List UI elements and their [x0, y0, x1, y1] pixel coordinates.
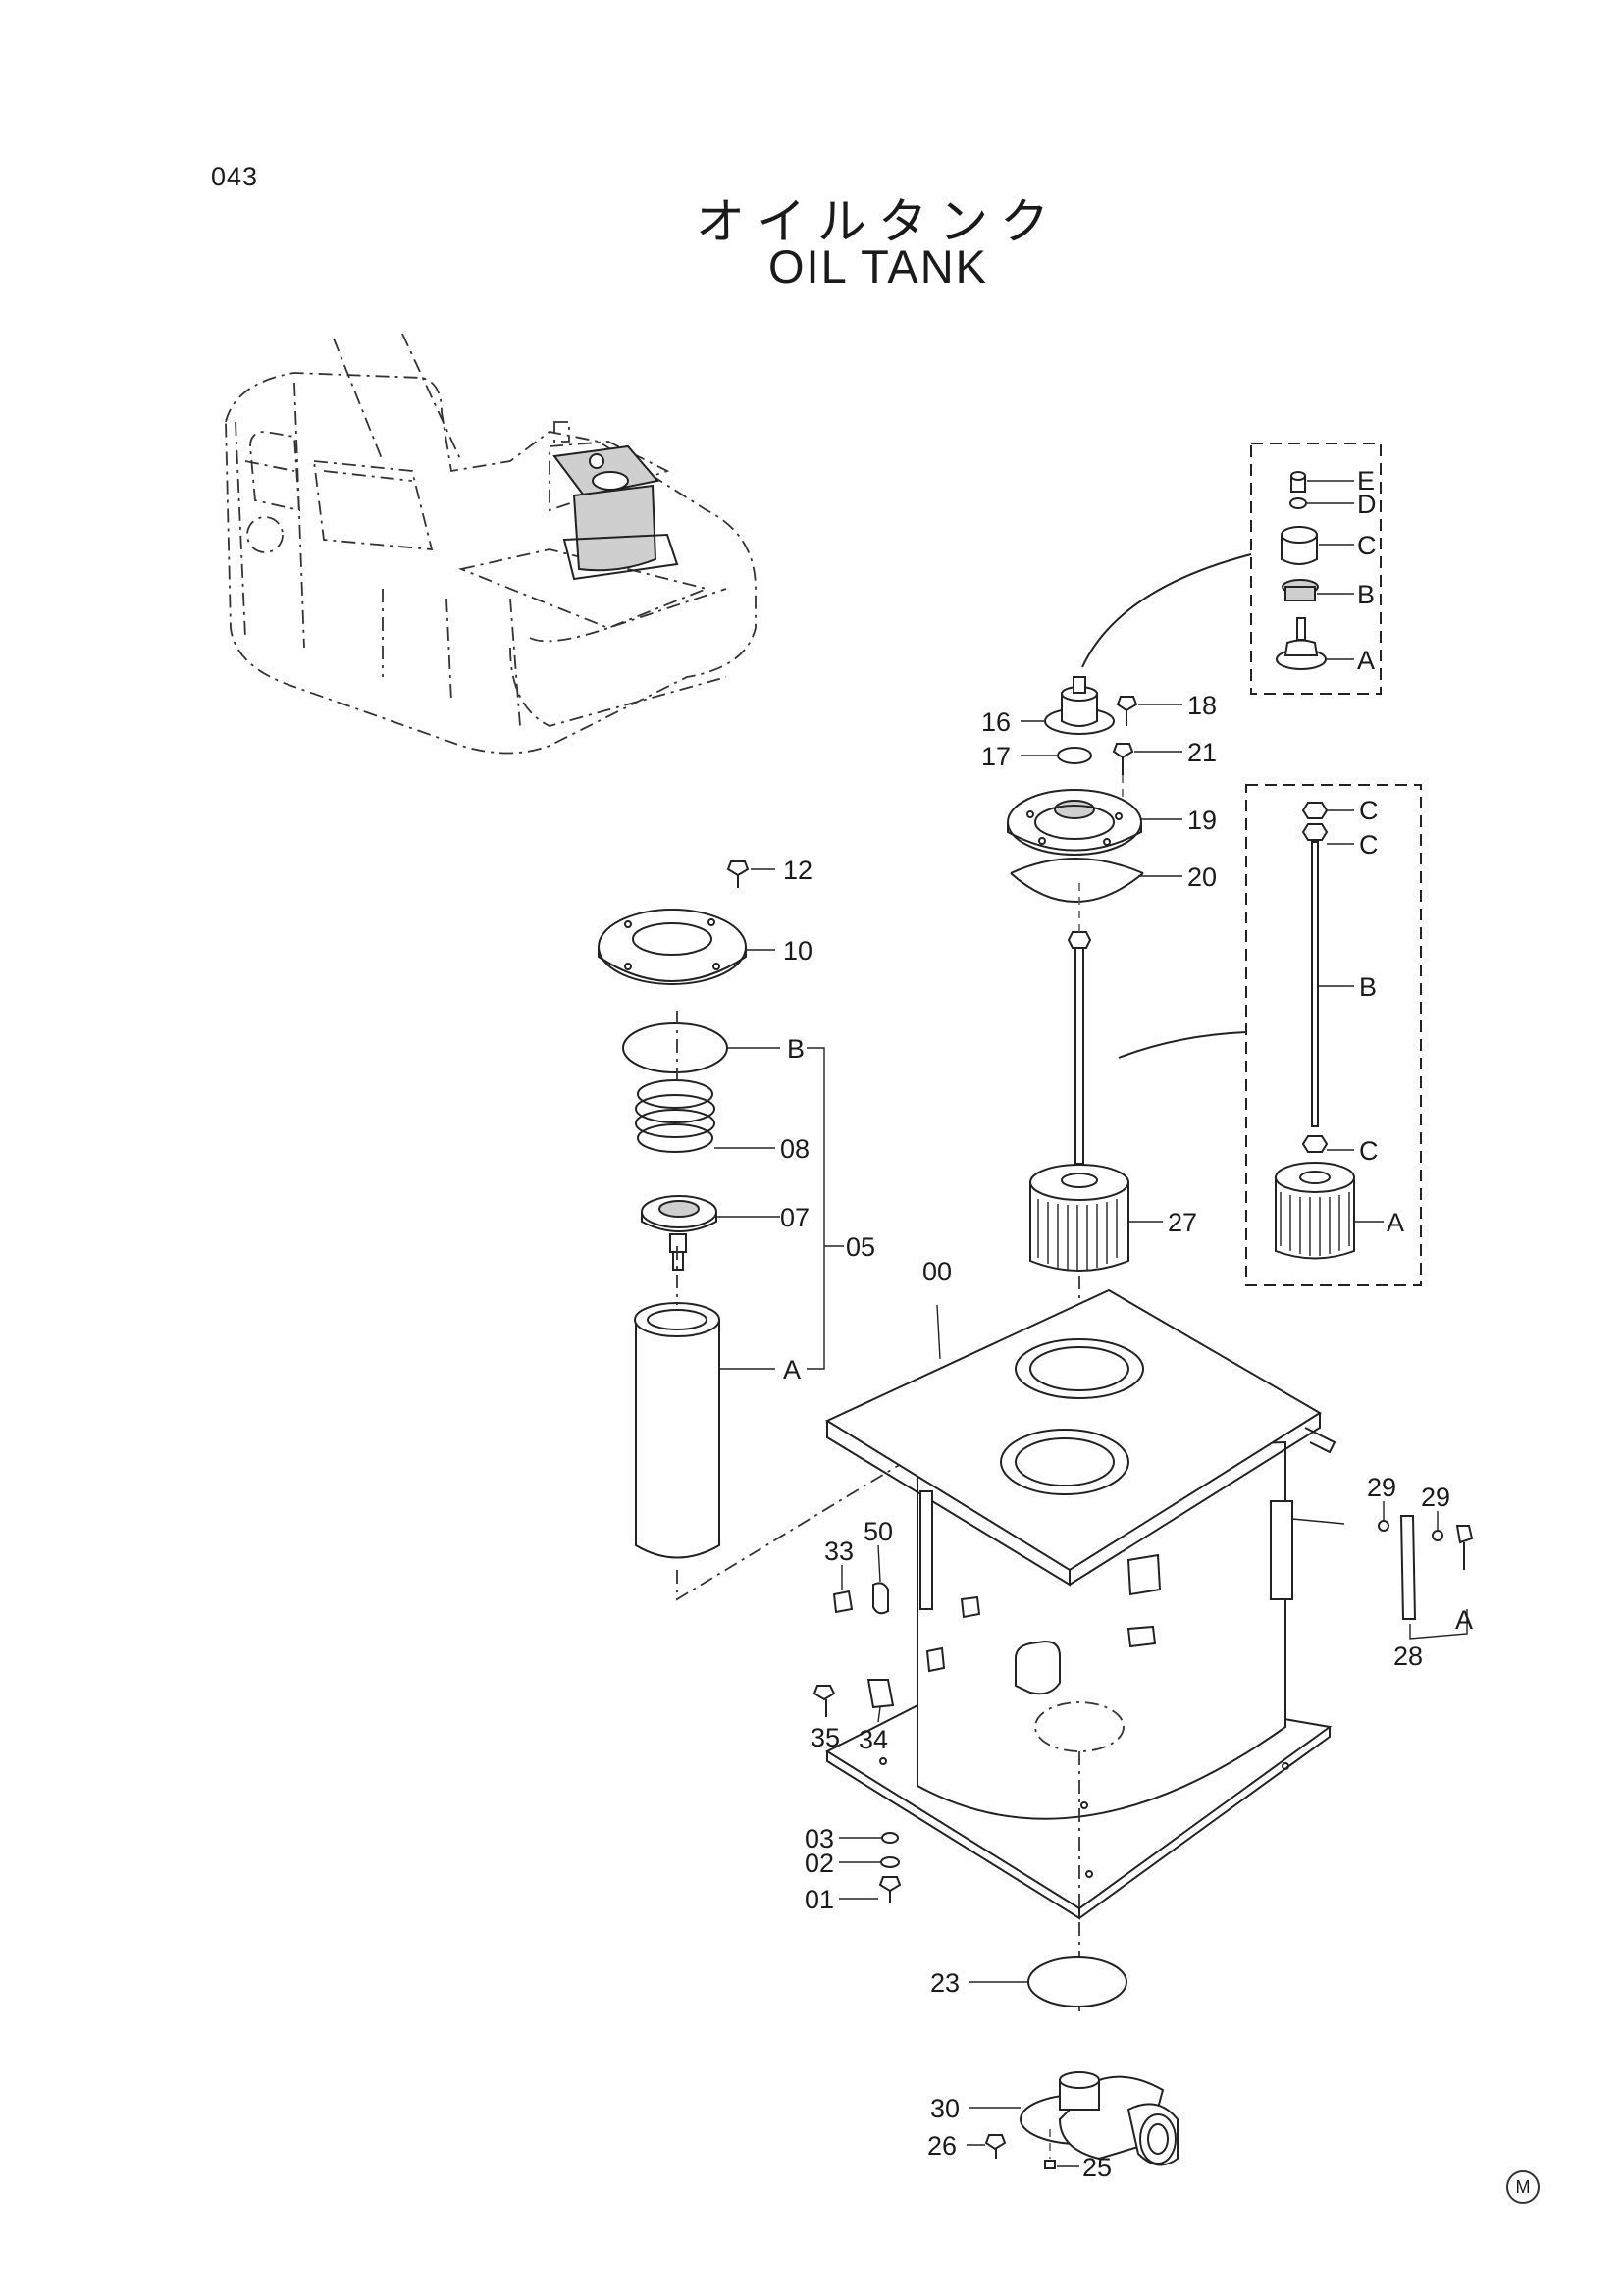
- title-japanese: オイルタンク: [696, 193, 1061, 250]
- cover-assembly: [1007, 443, 1382, 903]
- label-21: 21: [1187, 738, 1217, 767]
- label-27-C-bottom: C: [1359, 1136, 1379, 1166]
- label-27-A: A: [1387, 1208, 1404, 1237]
- label-29-left: 29: [1367, 1473, 1396, 1502]
- label-27-C-top1: C: [1359, 796, 1379, 825]
- label-34: 34: [859, 1725, 888, 1754]
- label-25: 25: [1082, 2153, 1112, 2182]
- label-29-right: 29: [1421, 1483, 1450, 1512]
- label-07: 07: [780, 1203, 810, 1232]
- callout-labels: 12 10 B 08 07 05 A 16 17 18 21 19 20 E D…: [780, 466, 1473, 2182]
- label-26: 26: [927, 2131, 957, 2161]
- label-05-B: B: [787, 1034, 805, 1064]
- label-12: 12: [783, 856, 812, 885]
- label-23: 23: [930, 1968, 960, 1998]
- label-01: 01: [805, 1885, 834, 1914]
- label-00: 00: [922, 1257, 952, 1286]
- corner-mark: M: [1506, 2170, 1540, 2204]
- label-35: 35: [811, 1723, 840, 1752]
- label-05-A: A: [783, 1355, 801, 1384]
- label-27: 27: [1168, 1208, 1197, 1237]
- label-28-A: A: [1455, 1605, 1473, 1635]
- label-16-E: E: [1357, 466, 1375, 495]
- label-50: 50: [864, 1517, 893, 1546]
- small-parts: [812, 1501, 1474, 2169]
- label-17: 17: [981, 742, 1011, 771]
- label-28: 28: [1393, 1642, 1423, 1671]
- rod-and-element-27: [1029, 784, 1422, 1374]
- label-02: 02: [805, 1849, 834, 1878]
- label-16-D: D: [1357, 490, 1377, 519]
- page-number: 043: [211, 162, 259, 191]
- label-27-B: B: [1359, 972, 1377, 1002]
- label-10: 10: [783, 936, 812, 965]
- label-16-A: A: [1357, 646, 1375, 675]
- label-03: 03: [805, 1824, 834, 1853]
- label-19: 19: [1187, 806, 1217, 835]
- label-33: 33: [824, 1537, 854, 1566]
- filter-assembly-05: [598, 860, 1070, 1601]
- label-16-C: C: [1357, 531, 1377, 560]
- tank-body-00: [824, 1288, 1345, 2011]
- label-27-C-top2: C: [1359, 830, 1379, 860]
- label-30: 30: [930, 2094, 960, 2123]
- label-20: 20: [1187, 862, 1217, 892]
- label-18: 18: [1187, 691, 1217, 720]
- label-16-B: B: [1357, 580, 1375, 609]
- label-05: 05: [846, 1232, 875, 1262]
- label-16: 16: [981, 707, 1011, 737]
- title-english: OIL TANK: [767, 240, 989, 292]
- excavator-location-view: [225, 333, 757, 755]
- label-08: 08: [780, 1134, 810, 1164]
